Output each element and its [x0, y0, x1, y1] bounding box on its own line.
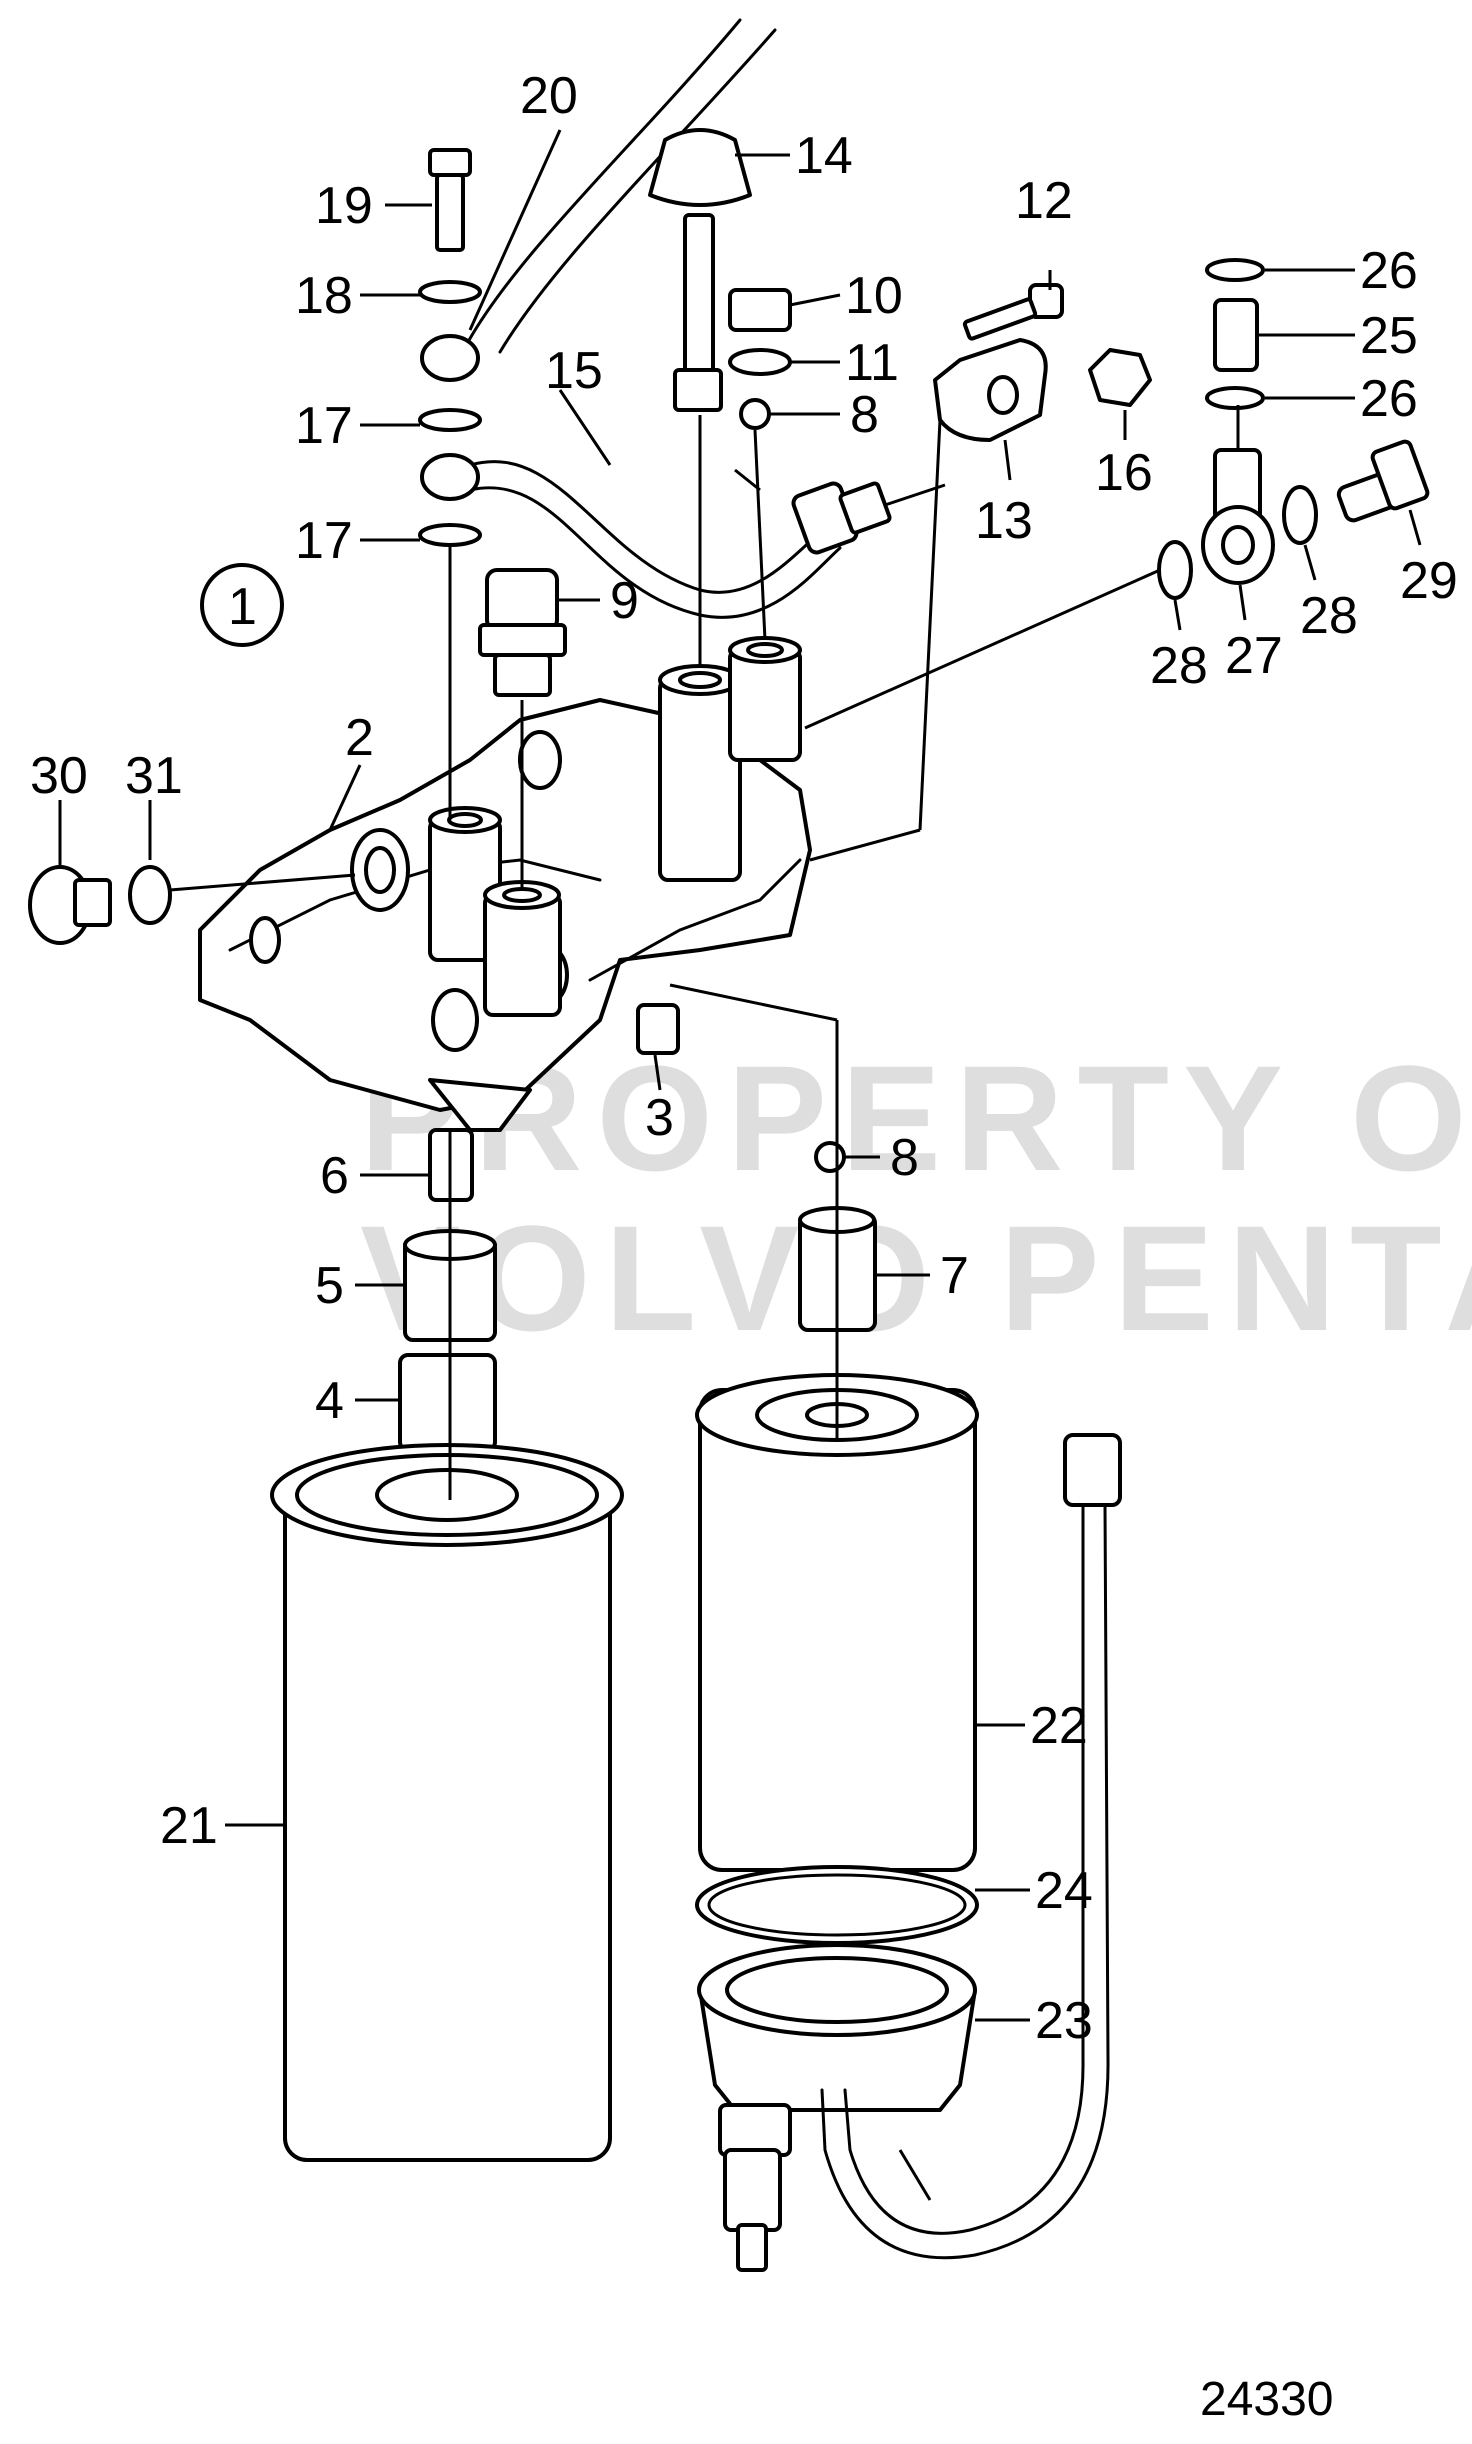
hand-primer-pump-14 — [648, 128, 752, 412]
plug-10 — [728, 288, 792, 332]
ball-8-upper — [739, 398, 771, 430]
seal-ring-24 — [695, 1865, 979, 1945]
callout-3: 3 — [645, 1089, 674, 1147]
washer-31 — [128, 865, 172, 925]
callout-2: 2 — [345, 709, 374, 767]
callout-31: 31 — [125, 747, 183, 805]
nut-16 — [1088, 348, 1152, 407]
seal-ring-24-inner — [707, 1873, 967, 1937]
fuel-pipe-20 — [466, 18, 777, 354]
plug-30 — [28, 865, 112, 945]
callout-6: 6 — [320, 1147, 349, 1205]
banjo-bolt-29 — [1336, 439, 1430, 523]
adapter-25 — [1213, 298, 1259, 372]
callout-9: 9 — [610, 572, 639, 630]
callout-17-upper: 17 — [295, 397, 353, 455]
banjo-fitting-20 — [420, 334, 480, 382]
bracket-hole — [987, 375, 1019, 415]
figure-number: 24330 — [1200, 2373, 1333, 2426]
washer-28-left — [1157, 540, 1193, 600]
washer-28-right — [1282, 485, 1318, 545]
callout-15: 15 — [545, 342, 603, 400]
washer-17-upper — [418, 408, 482, 432]
leader-lines — [58, 129, 1422, 2201]
watermark-line2: VOLVO PENTA — [360, 1194, 1472, 1362]
plug-3 — [636, 1003, 680, 1055]
callout-13: 13 — [975, 492, 1033, 550]
banjo-fitting-15 — [420, 453, 480, 501]
callout-20: 20 — [520, 67, 578, 125]
fuel-filter-22 — [695, 1373, 979, 1872]
nipple-4 — [398, 1353, 497, 1452]
washer-18 — [418, 280, 482, 304]
callout-18: 18 — [295, 267, 353, 325]
callout-17-lower: 17 — [295, 512, 353, 570]
banjo-tee-27 — [1201, 448, 1275, 585]
callout-26-upper: 26 — [1360, 242, 1418, 300]
callout-24: 24 — [1035, 1862, 1093, 1920]
callout-25: 25 — [1360, 307, 1418, 365]
callout-28-left: 28 — [1150, 637, 1208, 695]
sensor-cable — [820, 1433, 1122, 2260]
ball-8-lower — [814, 1141, 846, 1173]
fuel-filter-21 — [270, 1443, 624, 2162]
callout-22: 22 — [1030, 1697, 1088, 1755]
callout-4: 4 — [315, 1372, 344, 1430]
banjo-bolt-19 — [428, 148, 472, 252]
callout-5: 5 — [315, 1257, 344, 1315]
callout-23: 23 — [1035, 1992, 1093, 2050]
callout-26-lower: 26 — [1360, 370, 1418, 428]
callout-8-lower: 8 — [890, 1129, 919, 1187]
callout-11: 11 — [845, 334, 899, 392]
callout-21: 21 — [160, 1797, 218, 1855]
callout-30: 30 — [30, 747, 88, 805]
fuel-pipe-15 — [468, 460, 892, 619]
screw-12 — [962, 283, 1064, 341]
callout-28-right: 28 — [1300, 587, 1358, 645]
group-marker-circle — [200, 563, 284, 647]
callout-labels: 2 3 4 5 6 7 8 8 9 10 11 12 13 14 15 16 1… — [30, 67, 1458, 2050]
o-ring-11 — [728, 348, 792, 376]
callout-7: 7 — [940, 1247, 969, 1305]
callout-8-upper: 8 — [850, 386, 879, 444]
callout-10: 10 — [845, 267, 903, 325]
callout-27: 27 — [1225, 627, 1283, 685]
callout-16: 16 — [1095, 444, 1153, 502]
water-bowl-23 — [697, 1943, 977, 2272]
callout-19: 19 — [315, 177, 373, 235]
filter-head-2 — [198, 636, 812, 1132]
washer-17-lower — [418, 523, 482, 547]
sensor-9 — [478, 568, 567, 697]
callout-29: 29 — [1400, 552, 1458, 610]
callout-12: 12 — [1015, 172, 1073, 230]
washer-26-lower — [1205, 386, 1265, 410]
callout-14: 14 — [795, 127, 853, 185]
washer-26-upper — [1205, 258, 1265, 282]
group-marker-label: 1 — [228, 578, 257, 636]
